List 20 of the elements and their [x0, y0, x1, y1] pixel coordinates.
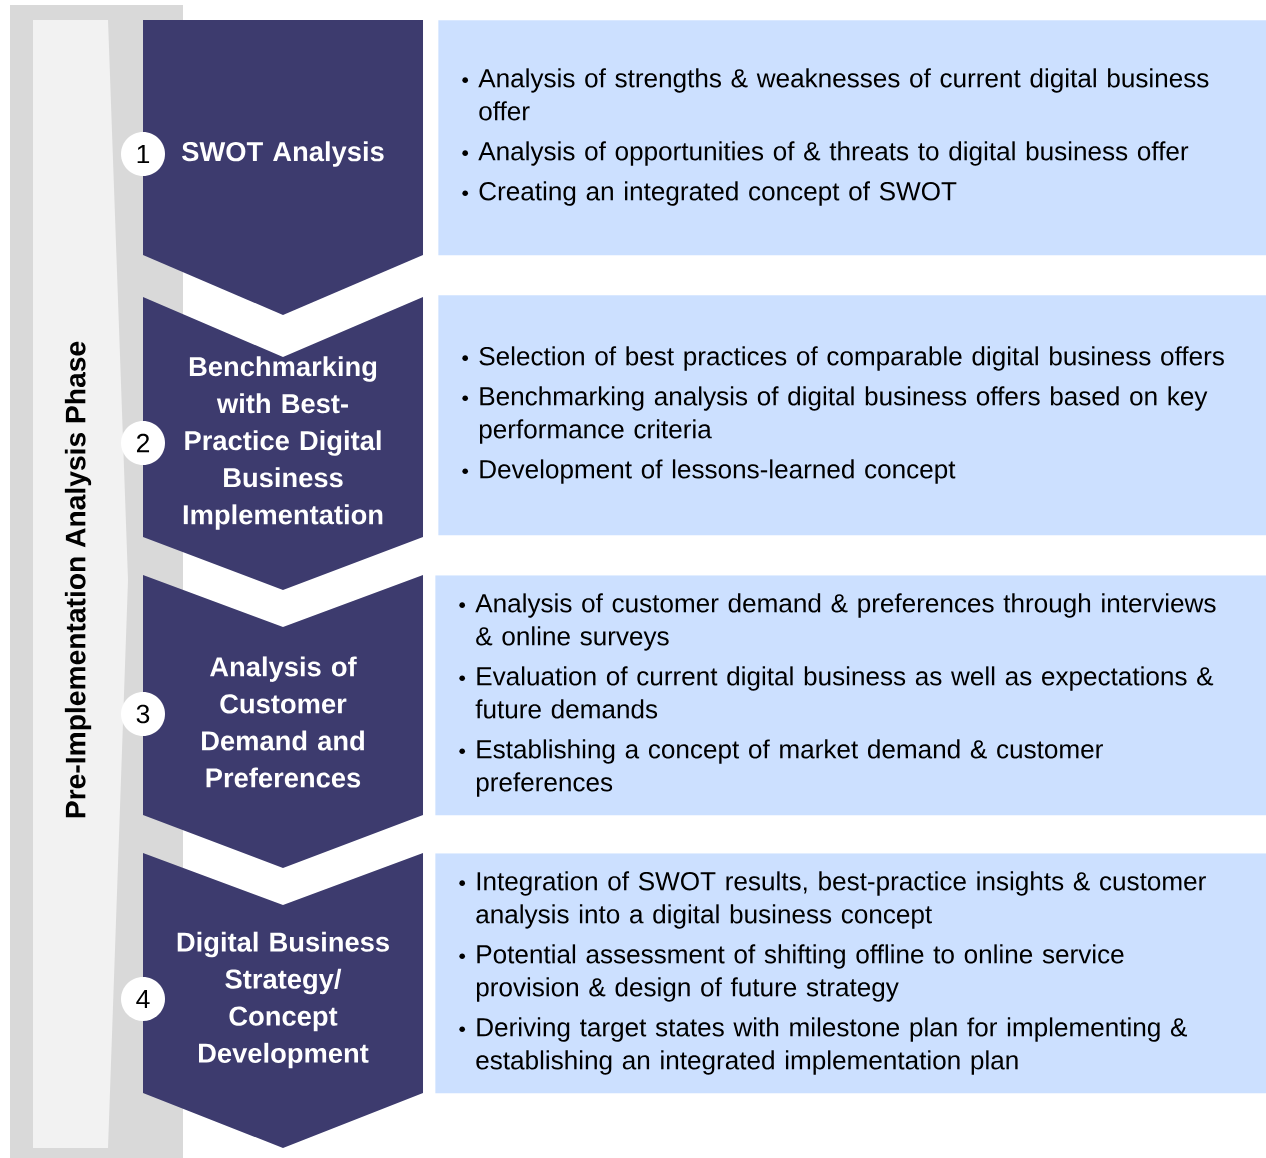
description-box — [438, 295, 1266, 536]
bullet-item: Integration of SWOT results, best-practice insights & customer analysis into a digital business concept — [459, 871, 1206, 929]
bullet-item: Development of lessons-learned concept — [462, 459, 956, 484]
description-box — [438, 20, 1266, 256]
description-box — [435, 853, 1266, 1094]
step-number: 4 — [121, 977, 165, 1021]
bullet-item: Analysis of customer demand & preferences through interviews & online surveys — [459, 593, 1216, 651]
bullet-item: Establishing a concept of market demand & customer preferences — [459, 739, 1103, 797]
bullet-item: Selection of best practices of comparable digital business offers — [462, 346, 1224, 371]
bullet-item: Analysis of opportunities of & threats to digital business offer — [462, 141, 1189, 166]
step-number: 3 — [121, 692, 165, 736]
step-number: 1 — [121, 132, 165, 176]
step-number: 2 — [121, 421, 165, 465]
bullet-item: Creating an integrated concept of SWOT — [462, 181, 957, 206]
bullet-item: Analysis of strengths & weaknesses of current digital business offer — [462, 68, 1209, 121]
bullet-item: Deriving target states with milestone plan for implementing & establishing an integrated implementation plan — [459, 1017, 1188, 1075]
bullet-item: Potential assessment of shifting offline to online service provision & design of future strategy — [459, 944, 1124, 1002]
bullet-item: Evaluation of current digital business as well as expectations & future demands — [459, 666, 1214, 719]
description-box — [435, 575, 1266, 816]
bullet-item: Benchmarking analysis of digital business offers based on key performance criteria — [462, 386, 1208, 444]
